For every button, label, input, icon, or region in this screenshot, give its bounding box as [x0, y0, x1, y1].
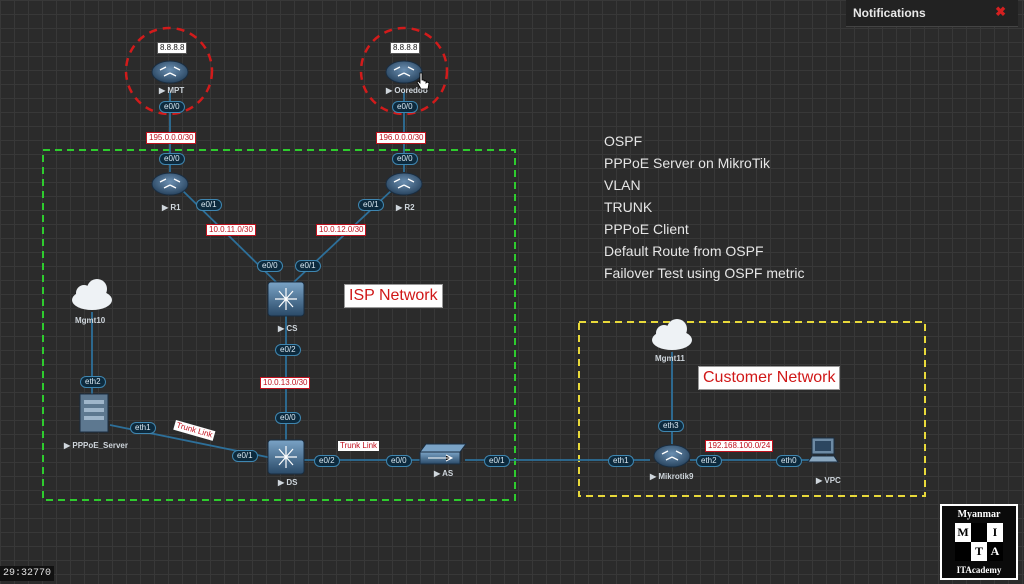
- router-icon: [653, 444, 691, 468]
- note-line: PPPoE Server on MikroTik: [604, 155, 770, 171]
- logo-cell: [955, 542, 971, 561]
- iface-mikrotik-eth2[interactable]: eth2: [696, 455, 722, 467]
- server-icon: [79, 393, 109, 433]
- mgmt10-name: Mgmt10: [75, 316, 106, 325]
- topology-notes: OSPF PPPoE Server on MikroTik VLAN TRUNK…: [604, 130, 804, 284]
- logo-letter: M: [955, 523, 971, 542]
- note-line: OSPF: [604, 133, 643, 149]
- mpt-address-label: 8.8.8.8: [157, 42, 188, 54]
- iface-ds-e00[interactable]: e0/0: [275, 412, 301, 424]
- ds-name: DS: [286, 478, 298, 487]
- subnet-label-r1-cs: 10.0.11.0/30: [206, 224, 256, 236]
- cloud-icon: [72, 279, 112, 310]
- subnet-label-r2-cs: 10.0.12.0/30: [316, 224, 367, 236]
- multilayer-switch-icon: [267, 281, 305, 317]
- cs-name: CS: [286, 324, 298, 333]
- notifications-title: Notifications: [853, 6, 926, 20]
- close-icon[interactable]: ✖: [995, 4, 1006, 19]
- vpc-name: VPC: [824, 476, 841, 485]
- logo-top-text: Myanmar: [957, 509, 1001, 520]
- r2-name: R2: [404, 203, 415, 212]
- router-icon: [385, 172, 423, 196]
- iface-pppoe-eth1[interactable]: eth1: [130, 422, 156, 434]
- logo-letter: A: [987, 542, 1003, 561]
- as-name: AS: [442, 469, 454, 478]
- note-line: Default Route from OSPF: [604, 243, 764, 259]
- ooredoo-name: Ooredoo: [394, 86, 428, 95]
- iface-vpc-eth0[interactable]: eth0: [776, 455, 802, 467]
- multilayer-switch-icon: [267, 439, 305, 475]
- router-icon: [151, 172, 189, 196]
- router-icon: [151, 60, 189, 84]
- subnet-label-cs-ds: 10.0.13.0/30: [260, 377, 311, 389]
- logo-letter: T: [971, 542, 987, 561]
- iface-cs-e02[interactable]: e0/2: [275, 344, 301, 356]
- mgmt11-name: Mgmt11: [655, 354, 685, 363]
- ooredoo-highlight-ring: [359, 26, 449, 116]
- iface-cs-e00[interactable]: e0/0: [257, 260, 283, 272]
- iface-mpt-e00[interactable]: e0/0: [159, 101, 185, 113]
- node-label-vpc[interactable]: ▶ VPC: [816, 476, 841, 485]
- r1-name: R1: [170, 203, 181, 212]
- session-timer: 29:32770: [0, 566, 55, 581]
- hand-cursor-icon: [416, 72, 430, 90]
- pc-icon: [807, 437, 839, 463]
- ooredoo-address-label: 8.8.8.8: [390, 42, 421, 54]
- iface-as-e00[interactable]: e0/0: [386, 455, 412, 467]
- node-label-mgmt10[interactable]: Mgmt10: [75, 316, 105, 326]
- node-label-ds[interactable]: ▶ DS: [278, 478, 298, 487]
- logo-bottom-text: ITAcademy: [956, 565, 1002, 575]
- customer-network-label: Customer Network: [698, 366, 841, 390]
- iface-pppoe-eth2[interactable]: eth2: [80, 376, 106, 388]
- node-label-cs[interactable]: ▶ CS: [278, 324, 298, 333]
- iface-mikrotik-eth3[interactable]: eth3: [658, 420, 684, 432]
- router-icon: [385, 60, 423, 84]
- iface-r1-e00[interactable]: e0/0: [159, 153, 185, 165]
- iface-ds-e01[interactable]: e0/1: [232, 450, 258, 462]
- node-label-ooredoo[interactable]: ▶ Ooredoo: [386, 86, 428, 95]
- note-line: TRUNK: [604, 199, 653, 215]
- isp-network-zone: [42, 149, 516, 501]
- mita-logo: Myanmar M I T A ITAcademy: [940, 504, 1018, 580]
- node-label-mpt[interactable]: ▶ MPT: [159, 86, 185, 95]
- note-line: VLAN: [604, 177, 641, 193]
- customer-network-zone: [578, 321, 926, 497]
- trunk-label-ds-as: Trunk Link: [338, 441, 380, 451]
- mikrotik-name: Mikrotik9: [658, 472, 694, 481]
- iface-as-e01[interactable]: e0/1: [484, 455, 510, 467]
- subnet-label-mpt-r1: 195.0.0.0/30: [146, 132, 197, 144]
- notifications-panel: Notifications ✖: [846, 0, 1018, 27]
- cloud-icon: [652, 319, 692, 350]
- node-label-pppoe-server[interactable]: ▶ PPPoE_Server: [64, 441, 128, 450]
- note-line: Failover Test using OSPF metric: [604, 265, 805, 281]
- mpt-name: MPT: [167, 86, 185, 95]
- iface-ds-e02[interactable]: e0/2: [314, 455, 340, 467]
- node-label-mgmt11[interactable]: Mgmt11: [655, 354, 685, 364]
- iface-cs-e01[interactable]: e0/1: [295, 260, 321, 272]
- iface-ooredoo-e00[interactable]: e0/0: [392, 101, 418, 113]
- node-label-r2[interactable]: ▶ R2: [396, 203, 415, 212]
- iface-mikrotik-eth1[interactable]: eth1: [608, 455, 634, 467]
- access-switch-icon: [419, 443, 467, 465]
- iface-r2-e01[interactable]: e0/1: [358, 199, 384, 211]
- iface-r2-e00[interactable]: e0/0: [392, 153, 418, 165]
- subnet-label-mikrotik-vpc: 192.168.100.0/24: [705, 440, 774, 452]
- logo-letter: I: [987, 523, 1003, 542]
- node-label-as[interactable]: ▶ AS: [434, 469, 454, 478]
- logo-cell: [971, 523, 987, 542]
- isp-network-label: ISP Network: [344, 284, 443, 308]
- node-label-r1[interactable]: ▶ R1: [162, 203, 181, 212]
- pppoe-name: PPPoE_Server: [72, 441, 128, 450]
- subnet-label-ooredoo-r2: 196.0.0.0/30: [376, 132, 427, 144]
- iface-r1-e01[interactable]: e0/1: [196, 199, 222, 211]
- mpt-highlight-ring: [124, 26, 214, 116]
- node-label-mikrotik[interactable]: ▶ Mikrotik9: [650, 472, 694, 481]
- note-line: PPPoE Client: [604, 221, 689, 237]
